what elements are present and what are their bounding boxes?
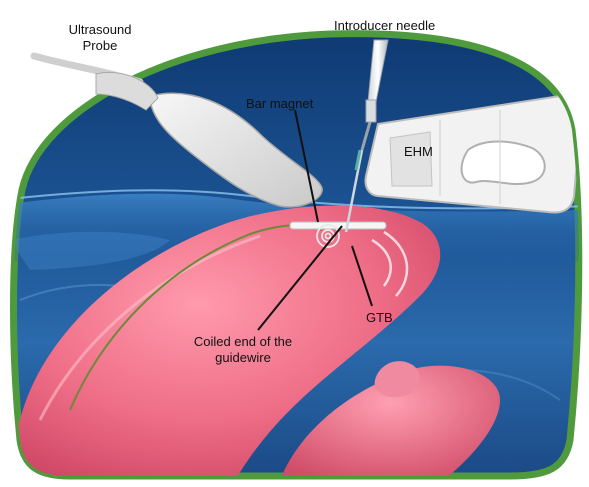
label-coiled-end-line2: guidewire <box>168 350 318 366</box>
label-coiled-end-line1: Coiled end of the <box>168 334 318 350</box>
bar-magnet-icon <box>290 222 386 229</box>
label-ehm: EHM <box>404 144 433 160</box>
label-ultrasound-probe-line2: Probe <box>60 38 140 54</box>
label-coiled-end: Coiled end of the guidewire <box>168 334 318 366</box>
label-gtb: GTB <box>366 310 393 326</box>
label-ultrasound-probe: Ultrasound Probe <box>60 22 140 54</box>
label-introducer-needle: Introducer needle <box>334 18 435 34</box>
label-ultrasound-probe-line1: Ultrasound <box>60 22 140 38</box>
label-bar-magnet: Bar magnet <box>246 96 313 112</box>
